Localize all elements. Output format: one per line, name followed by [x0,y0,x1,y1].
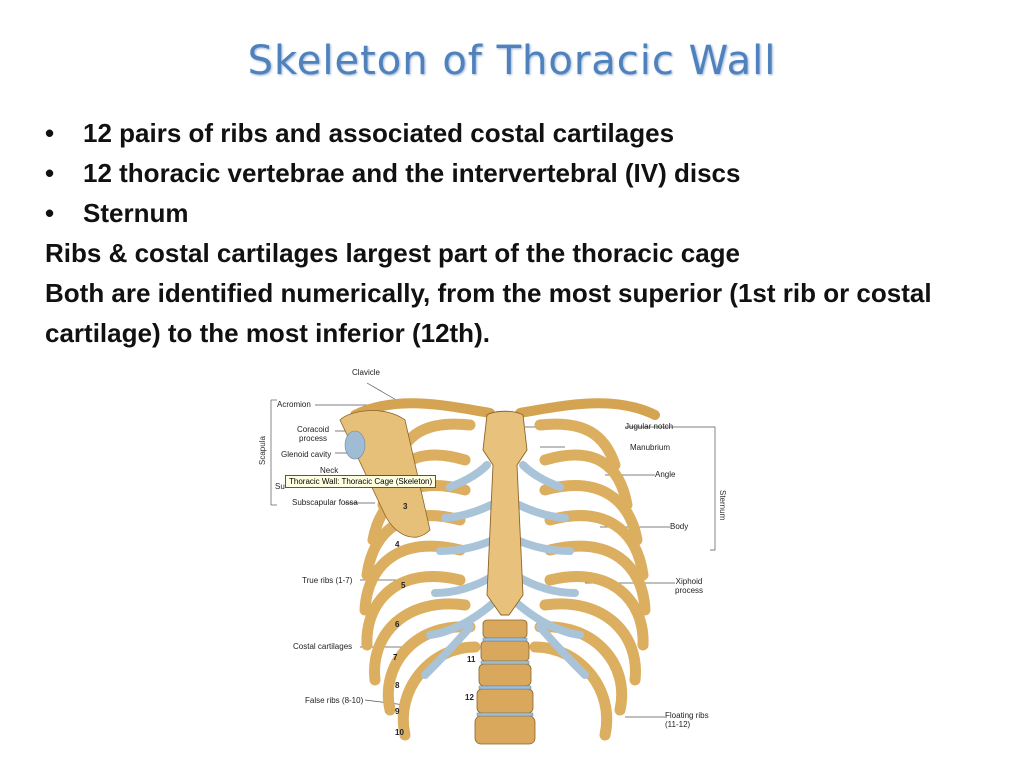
rib-number: 12 [465,693,474,702]
thoracic-cage-illustration: Thoracic Wall: Thoracic Cage (Skeleton) … [255,365,730,757]
rib-number: 10 [395,728,404,737]
label-coracoid-process: Coracoid process [297,425,330,443]
bullet-item: 12 thoracic vertebrae and the interverte… [45,153,1020,193]
label-floating-ribs: Floating ribs (11-12) [665,711,709,729]
bullet-list: 12 pairs of ribs and associated costal c… [45,113,1020,233]
rib-number: 4 [395,540,400,549]
rib-number: 6 [395,620,400,629]
slide-content: 12 pairs of ribs and associated costal c… [45,113,1020,353]
label-acromion: Acromion [277,400,311,409]
rib-number: 7 [393,653,398,662]
label-neck: Neck [320,466,339,475]
figure-tooltip: Thoracic Wall: Thoracic Cage (Skeleton) [285,475,437,488]
label-costal-cartilages: Costal cartilages [293,642,353,651]
label-manubrium: Manubrium [630,443,671,452]
label-glenoid-cavity: Glenoid cavity [281,450,332,459]
bullet-item: 12 pairs of ribs and associated costal c… [45,113,1020,153]
bullet-item: Sternum [45,193,1020,233]
rib-number: 11 [467,655,476,664]
rib-number: 9 [395,707,400,716]
label-sternum: Sternum [718,490,727,521]
rib-number: 8 [395,681,400,690]
label-clavicle: Clavicle [352,368,381,377]
rib-cage-drawing [270,382,716,745]
label-su: Su [275,482,285,491]
label-false-ribs: False ribs (8-10) [305,696,364,705]
label-angle: Angle [655,470,676,479]
paragraph: Both are identified numerically, from th… [45,278,932,348]
rib-number: 3 [403,502,408,511]
label-scapula: Scapula [258,436,267,465]
label-subscapular-fossa: Subscapular fossa [292,498,358,507]
label-true-ribs: True ribs (1-7) [302,576,353,585]
paragraph: Ribs & costal cartilages largest part of… [45,238,741,268]
rib-number: 5 [401,581,406,590]
label-xiphoid-process: Xiphoid process [675,577,704,595]
label-body: Body [670,522,689,531]
slide-title: Skeleton of Thoracic Wall [247,38,777,84]
label-jugular-notch: Jugular notch [625,422,674,431]
